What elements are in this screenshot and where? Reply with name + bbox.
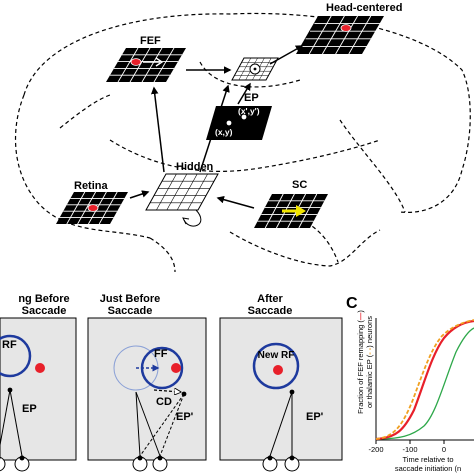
ep-coord-top: (x',y') [238, 106, 260, 116]
retina-map [56, 191, 128, 225]
col2-ff-label: FF [154, 348, 168, 360]
head-centered-map [296, 15, 384, 55]
xtick-0: -200 [368, 445, 383, 454]
curve-orange [375, 319, 474, 440]
curve-red [375, 319, 474, 441]
col3-stimulus-dot [273, 365, 283, 375]
col2-panel [87, 317, 207, 461]
retina-label: Retina [74, 180, 109, 192]
panel-a-arrows [129, 45, 304, 209]
svg-text:Fraction of FEF remapping (—): Fraction of FEF remapping (—) [356, 310, 365, 414]
col3-title-line2: Saccade [248, 305, 293, 317]
col3-new-rf-circle [252, 342, 300, 390]
col2-title-line1: Just Before [100, 293, 161, 305]
panel-c-axes [375, 318, 474, 444]
xlabel-line1: Time relative to [403, 455, 454, 464]
panel-c-curves [375, 319, 474, 441]
col1-panel [0, 317, 77, 461]
col3-rf-label: New RF [258, 350, 295, 361]
col3-panel [219, 317, 343, 461]
svg-text:or thalamic EP (- -) neurons: or thalamic EP (- -) neurons [365, 316, 374, 408]
xtick-1: -100 [402, 445, 417, 454]
ep-label: EP [244, 92, 259, 104]
col2-eye-lines [135, 391, 185, 457]
col3-title-line1: After [257, 293, 283, 305]
ylabel-line2-end: ) neurons [365, 316, 374, 348]
col2-stimulus-dot [171, 363, 181, 373]
ylabel-line1: Fraction of FEF remapping ( [356, 320, 365, 414]
hidden-map [145, 173, 219, 227]
xtick-2: 0 [442, 445, 446, 454]
brain-outline [14, 12, 471, 273]
xlabel-line2: saccade initiation (n [395, 464, 461, 473]
ylabel-line2: or thalamic EP ( [365, 354, 374, 408]
fef-map [106, 47, 186, 83]
col2-cd-arrow [153, 390, 180, 392]
col2-eyes-icon [132, 455, 168, 472]
fef-label: FEF [140, 35, 161, 47]
panel-c-letter: C [346, 295, 358, 312]
col3-eye-lines [269, 391, 293, 457]
hidden-label: Hidden [176, 161, 214, 173]
col1-title-line2: Saccade [22, 305, 67, 317]
col2-cd-label: CD [156, 396, 172, 408]
sc-label: SC [292, 179, 307, 191]
panel-c-ylabel: Fraction of FEF remapping (—) or thalami… [356, 310, 374, 414]
col1-rf-label: RF [2, 339, 17, 351]
ep-map [206, 106, 272, 140]
col1-rf-circle [0, 334, 32, 378]
col2-title-line2: Saccade [108, 305, 153, 317]
sc-map [254, 193, 328, 229]
col1-eyes-icon [0, 455, 30, 472]
col2-ep-label: EP' [176, 411, 194, 423]
curve-green [375, 327, 474, 440]
ep-coord-bottom: (x,y) [215, 127, 233, 137]
ylabel-line1-end: ) [356, 310, 365, 313]
head-centered-label: Head-centered [326, 2, 402, 14]
col3-ep-label: EP' [306, 411, 324, 423]
col1-ep-label: EP [22, 403, 37, 415]
col1-stimulus-dot [35, 363, 45, 373]
col3-eyes-icon [262, 455, 300, 472]
col1-title-line1: ng Before [18, 293, 69, 305]
col1-eye-lines [0, 389, 23, 457]
integration-map [231, 57, 279, 81]
